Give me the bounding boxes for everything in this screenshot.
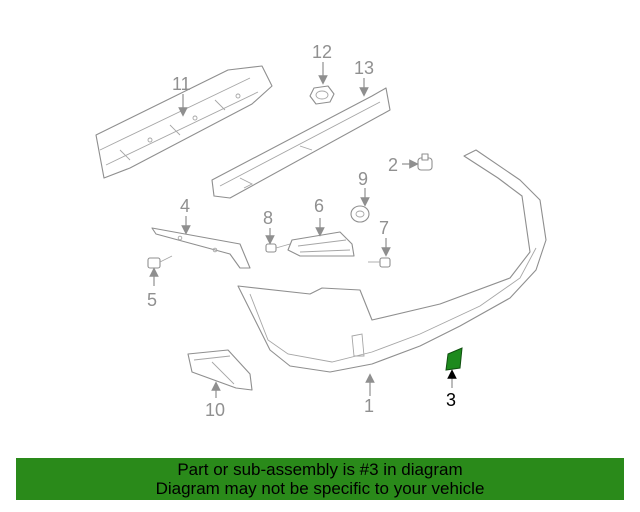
callout-8: 8 <box>263 208 273 228</box>
callout-1: 1 <box>364 396 374 416</box>
rear-reflector <box>287 231 355 257</box>
callout-4: 4 <box>180 196 190 216</box>
screw-8 <box>265 243 291 253</box>
highlighted-part-3 <box>445 347 463 371</box>
callout-3: 3 <box>446 390 456 410</box>
banner-line-1: Part or sub-assembly is #3 in diagram <box>177 460 463 479</box>
callout-13: 13 <box>354 58 374 78</box>
callout-7: 7 <box>379 218 389 238</box>
callout-10: 10 <box>205 400 225 420</box>
callout-12: 12 <box>312 42 332 62</box>
callout-6: 6 <box>314 196 324 216</box>
info-banner: Part or sub-assembly is #3 in diagram Di… <box>16 458 624 500</box>
callout-11: 11 <box>172 74 191 94</box>
clip <box>417 153 433 171</box>
reinforcement-beam <box>95 65 273 179</box>
side-bracket <box>151 227 251 269</box>
banner-line-2: Diagram may not be specific to your vehi… <box>155 479 485 498</box>
callout-2: 2 <box>388 155 398 175</box>
bumper-cover <box>237 149 547 373</box>
nut <box>309 85 335 105</box>
callout-5: 5 <box>147 290 157 310</box>
callout-9: 9 <box>358 169 368 189</box>
screw-7 <box>368 257 391 268</box>
bumper-upper-bracket <box>211 87 391 199</box>
lower-bracket <box>187 349 253 391</box>
screw-5 <box>147 255 173 269</box>
grommet <box>350 205 370 223</box>
